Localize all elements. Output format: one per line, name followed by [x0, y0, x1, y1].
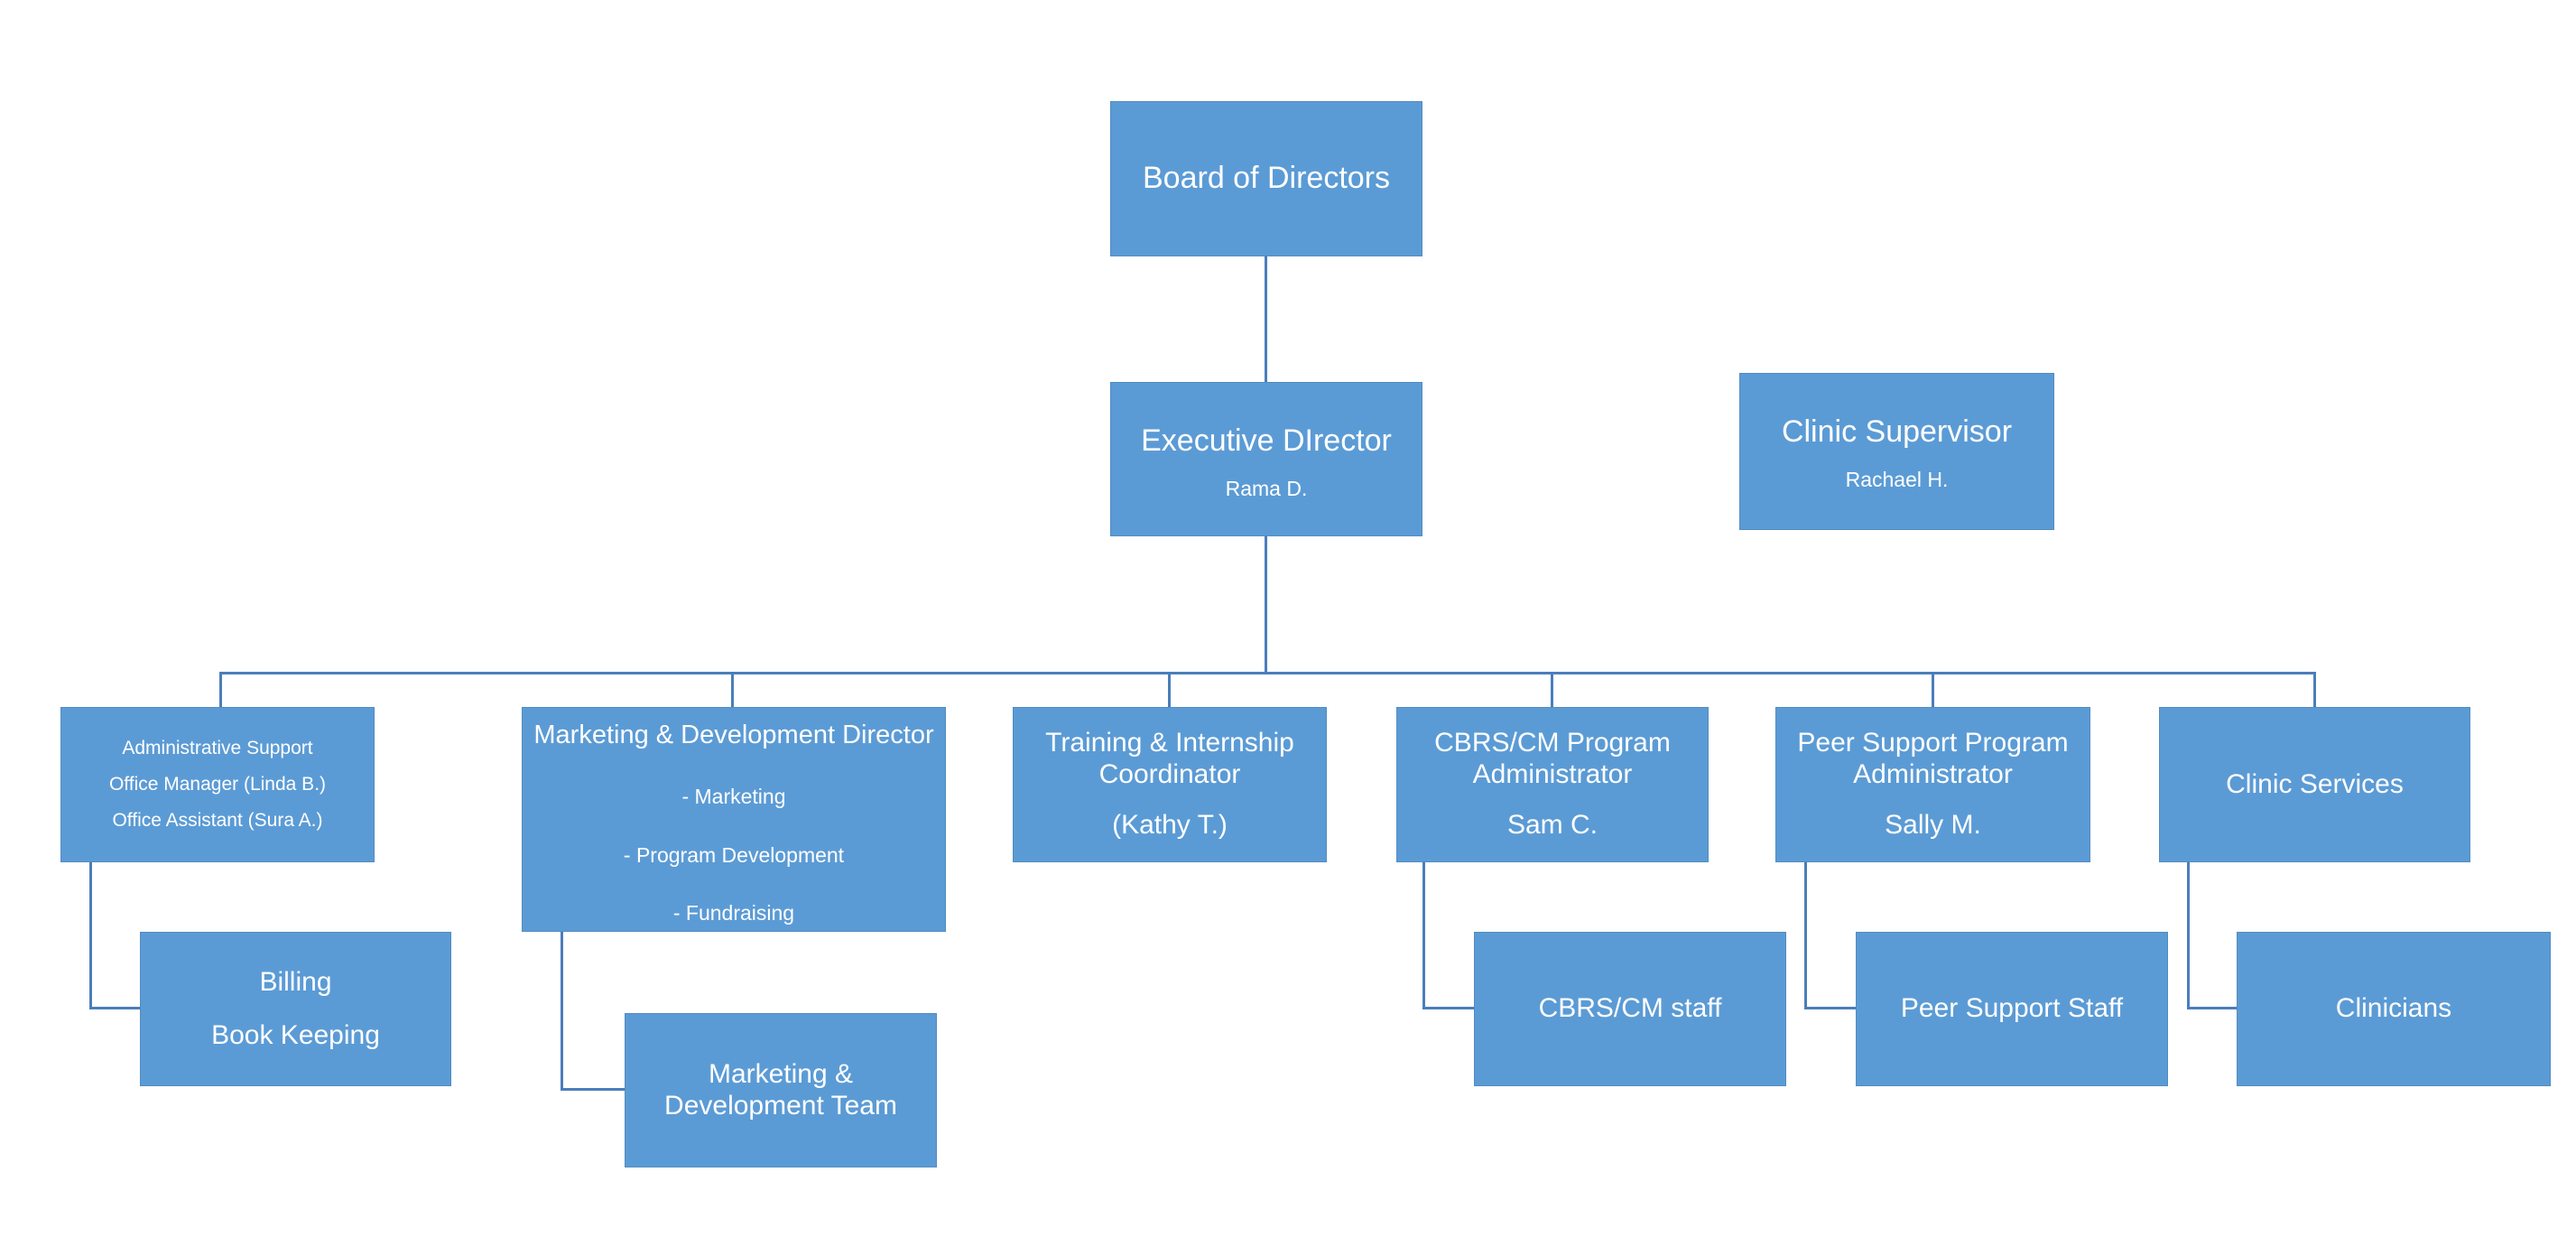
connector-mktdir-team-vertical: [561, 932, 563, 1091]
node-training-internship-coordinator: Training & Internship Coordinator (Kathy…: [1013, 707, 1327, 862]
connector-drop-cbrs-admin: [1551, 672, 1553, 709]
connector-admin-billing-vertical: [89, 862, 92, 1009]
node-marketing-development-director: Marketing & Development Director - Marke…: [522, 707, 946, 932]
node-clinic-services: Clinic Services: [2159, 707, 2470, 862]
connector-executive-distributor: [1265, 536, 1267, 674]
connector-drop-admin-support: [219, 672, 222, 709]
node-list-item: - Marketing: [681, 785, 786, 809]
node-title: Clinic Services: [2226, 768, 2404, 799]
connector-clinicsvc-clinicians-vertical: [2187, 862, 2190, 1009]
connector-drop-training-coordinator: [1168, 672, 1171, 709]
connector-mktdir-team-horizontal: [561, 1088, 625, 1091]
node-title: Peer Support Staff: [1900, 993, 2124, 1024]
node-cbrs-cm-program-administrator: CBRS/CM Program Administrator Sam C.: [1396, 707, 1709, 862]
connector-clinicsvc-clinicians-horizontal: [2187, 1007, 2237, 1009]
node-clinicians: Clinicians: [2237, 932, 2551, 1086]
node-clinic-supervisor: Clinic Supervisor Rachael H.: [1739, 373, 2054, 530]
node-title: Executive DIrector: [1141, 423, 1392, 458]
node-title: Peer Support Program Administrator: [1797, 728, 2069, 789]
node-person-name: Sally M.: [1885, 810, 1981, 841]
node-title: Clinic Supervisor: [1781, 414, 2013, 450]
node-line: Office Manager (Linda B.): [108, 774, 327, 795]
connector-drop-marketing-director: [731, 672, 734, 709]
connector-peeradmin-staff-horizontal: [1804, 1007, 1856, 1009]
connector-drop-clinic-services: [2313, 672, 2316, 709]
node-person-name: Rachael H.: [1845, 468, 1949, 492]
connector-admin-billing-horizontal: [89, 1007, 140, 1009]
node-title: Marketing & Development Director: [533, 721, 934, 749]
node-person-name: Rama D.: [1225, 476, 1308, 500]
node-board-of-directors: Board of Directors: [1110, 101, 1422, 256]
connector-cbrsadmin-staff-vertical: [1422, 862, 1425, 1009]
node-marketing-development-team: Marketing & Development Team: [625, 1013, 937, 1167]
node-line: Office Assistant (Sura A.): [112, 809, 323, 831]
node-title: Marketing & Development Team: [664, 1059, 897, 1121]
node-list-item: - Program Development: [623, 842, 845, 867]
node-title: Clinicians: [2335, 993, 2452, 1024]
node-title: CBRS/CM Program Administrator: [1434, 728, 1671, 789]
node-title: Training & Internship Coordinator: [1045, 728, 1294, 789]
connector-distributor-horizontal: [219, 672, 2316, 674]
node-cbrs-cm-staff: CBRS/CM staff: [1474, 932, 1786, 1086]
node-person-name: Sam C.: [1506, 810, 1598, 841]
node-line: Billing: [259, 967, 332, 997]
node-peer-support-staff: Peer Support Staff: [1856, 932, 2168, 1086]
connector-peeradmin-staff-vertical: [1804, 862, 1807, 1009]
node-list-item: - Fundraising: [672, 901, 795, 925]
node-administrative-support: Administrative Support Office Manager (L…: [60, 707, 375, 862]
connector-board-executive: [1265, 256, 1267, 382]
connector-drop-peer-admin: [1932, 672, 1934, 709]
node-person-name: (Kathy T.): [1112, 810, 1228, 841]
node-title: CBRS/CM staff: [1538, 993, 1722, 1024]
node-line: Book Keeping: [211, 1019, 380, 1050]
connector-cbrsadmin-staff-horizontal: [1422, 1007, 1474, 1009]
node-title: Board of Directors: [1143, 161, 1390, 196]
node-billing-book-keeping: Billing Book Keeping: [140, 932, 451, 1086]
node-executive-director: Executive DIrector Rama D.: [1110, 382, 1422, 536]
node-peer-support-program-administrator: Peer Support Program Administrator Sally…: [1775, 707, 2090, 862]
node-line: Administrative Support: [122, 738, 313, 759]
